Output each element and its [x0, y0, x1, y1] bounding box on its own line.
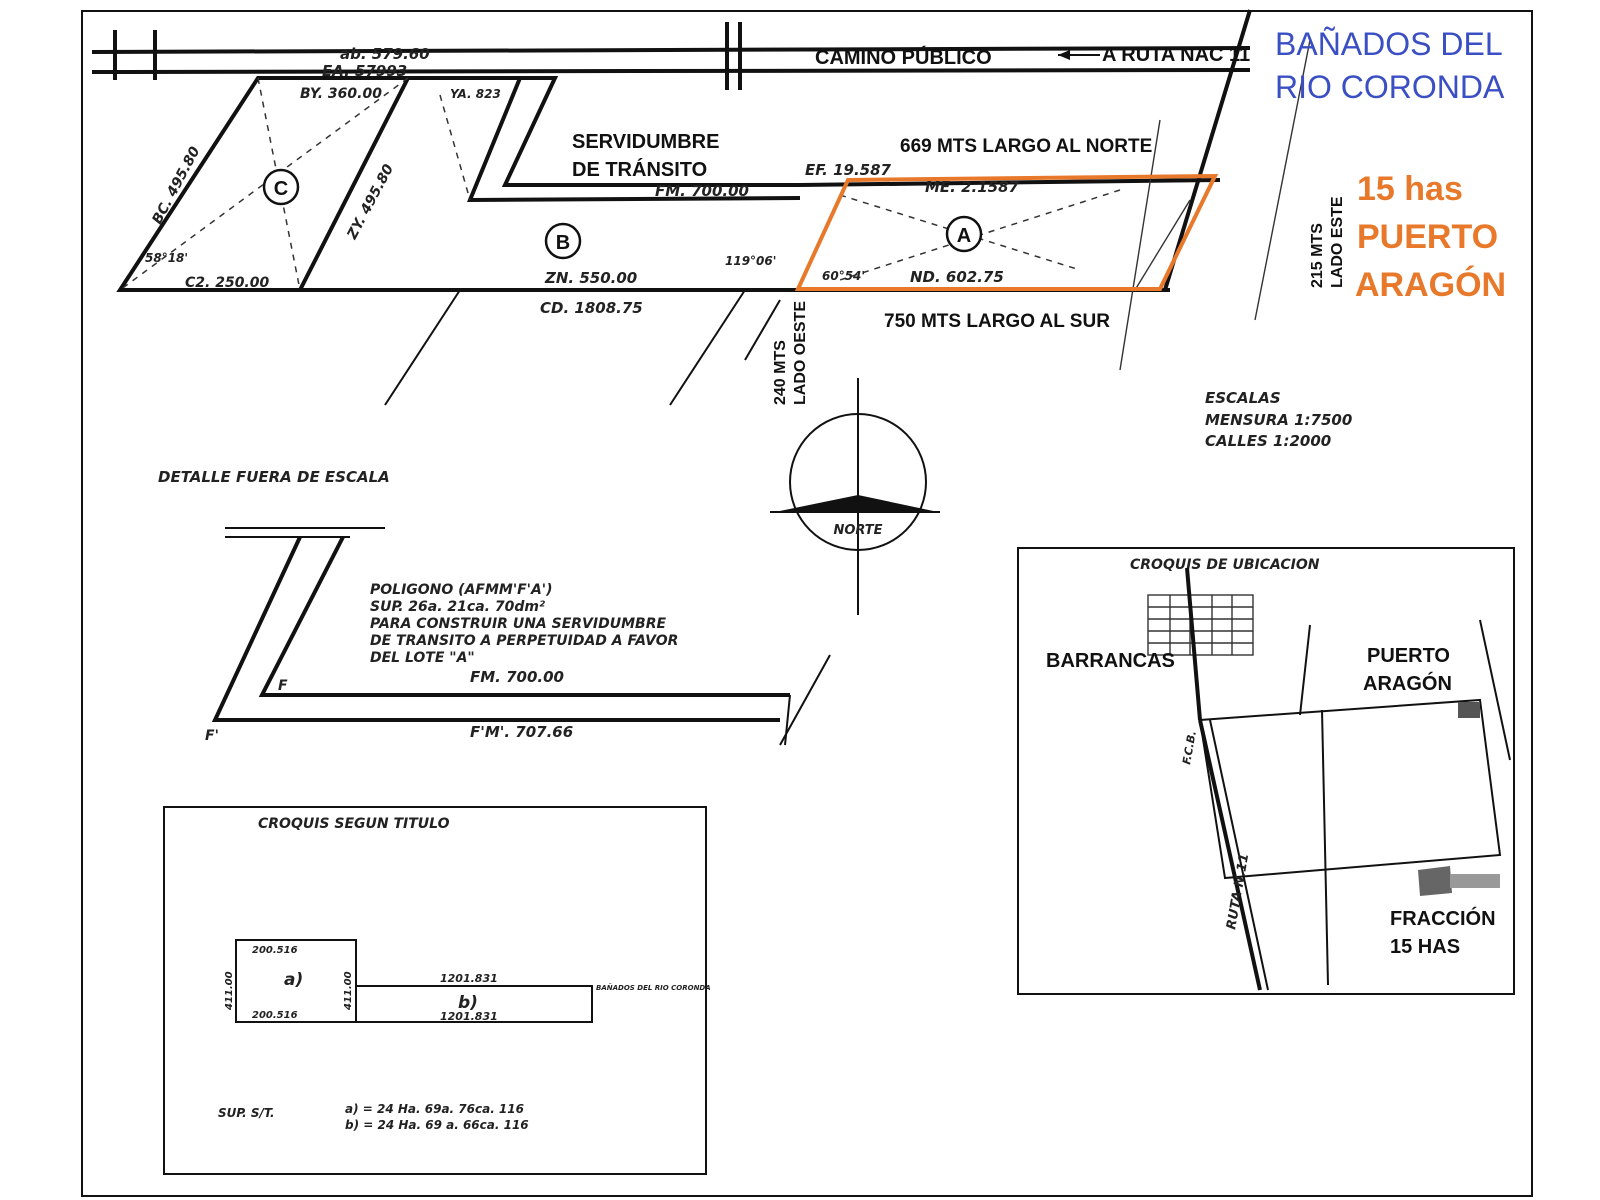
dim-ea: EA. 57993: [322, 62, 407, 80]
scales-mensura: MENSURA 1:7500: [1205, 411, 1352, 429]
title-sup-b: b) = 24 Ha. 69 a. 66ca. 116: [345, 1118, 529, 1132]
dim-ef: EF. 19.587: [805, 161, 892, 179]
detail-f2: F': [205, 728, 219, 744]
title-b-right: BAÑADOS DEL RIO CORONDA: [596, 983, 711, 992]
highlight-area: 15 has: [1357, 170, 1463, 208]
north-arrow: NORTE: [770, 378, 940, 615]
title-a-top: 200.516: [252, 945, 298, 956]
highlight-place-2: ARAGÓN: [1355, 266, 1506, 304]
lot-a-marker: [945, 215, 983, 253]
location-ruta: RUTA N.11: [1224, 852, 1252, 930]
dim-ya: YA. 823: [450, 87, 501, 101]
location-puerto-1: PUERTO: [1367, 645, 1450, 667]
dim-by: BY. 360.00: [300, 86, 382, 102]
detail-f: F: [278, 678, 288, 694]
west-length-2: LADO OESTE: [792, 301, 809, 405]
map-frame: [81, 10, 1533, 1197]
title-a-right: 411.00: [343, 971, 354, 1011]
lot-b-marker: [544, 222, 582, 260]
lot-c-label: C: [274, 178, 288, 200]
river-boundary: [1163, 9, 1252, 291]
dim-c2: C2. 250.00: [185, 275, 269, 291]
region-line-2: RIO CORONDA: [1275, 69, 1505, 105]
title-lot-b: [355, 985, 593, 1023]
lot-b-label: B: [556, 232, 570, 254]
dim-cd: CD. 1808.75: [540, 299, 643, 317]
title-lot-a-label: a): [284, 970, 303, 990]
east-length-1: 215 MTS: [1309, 223, 1326, 288]
detail-fm: FM. 700.00: [470, 668, 564, 686]
north-label: NORTE: [833, 523, 882, 538]
title-lot-b-label: b): [458, 993, 478, 1013]
title-sup-label: SUP. S/T.: [218, 1106, 275, 1120]
title-sketch-box: [163, 806, 707, 1175]
public-road: [91, 22, 1251, 90]
location-fcb: F.C.B.: [1180, 730, 1199, 766]
title-a-left: 411.00: [224, 971, 235, 1011]
detail-poly-2: SUP. 26a. 21ca. 70dm²: [370, 599, 546, 615]
lot-c-marker: [262, 168, 300, 206]
dim-zy: ZY. 495.80: [344, 162, 397, 243]
barrancas-grid: [1147, 594, 1254, 656]
scales-calles: CALLES 1:2000: [1205, 432, 1331, 450]
detail-poly-1: POLIGONO (AFMM'F'A'): [370, 582, 553, 598]
dim-zn: ZN. 550.00: [544, 269, 637, 287]
route-11: [1198, 719, 1262, 991]
title-lot-a: [235, 939, 357, 1023]
title-sketch-title: CROQUIS SEGUN TITULO: [258, 816, 450, 832]
highlight-place-1: PUERTO: [1357, 218, 1498, 256]
detail-poly-3: PARA CONSTRUIR UNA SERVIDUMBRE: [370, 616, 666, 632]
detail-fm2: F'M'. 707.66: [470, 723, 573, 741]
servitude-line-1: SERVIDUMBRE: [572, 131, 719, 153]
scales-title: ESCALAS: [1205, 389, 1281, 407]
south-length: 750 MTS LARGO AL SUR: [884, 311, 1110, 332]
servitude-strip: [501, 76, 800, 187]
angle-1: 58°18': [145, 251, 188, 265]
title-sup-a: a) = 24 Ha. 69a. 76ca. 116: [345, 1102, 524, 1116]
dim-me: ME. 2.1587: [925, 178, 1020, 196]
road-direction: A RUTA NAC 11: [1102, 44, 1250, 66]
detail-poly-5: DEL LOTE "A": [370, 650, 475, 666]
west-length-1: 240 MTS: [772, 340, 789, 405]
title-b-top: 1201.831: [440, 972, 498, 985]
dim-ab: ab. 579.60: [340, 45, 430, 63]
servitude-line-2: DE TRÁNSITO: [572, 158, 707, 181]
lot-a-label: A: [957, 225, 971, 247]
angle-3: 60°54': [822, 269, 865, 283]
location-sketch-box: [1017, 547, 1515, 995]
east-length-2: LADO ESTE: [1329, 196, 1346, 288]
region-line-1: BAÑADOS DEL: [1275, 26, 1503, 62]
location-fraction-2: 15 HAS: [1390, 936, 1460, 958]
dim-nd: ND. 602.75: [910, 268, 1004, 286]
road-name: CAMINO PÚBLICO: [815, 45, 992, 69]
puerto-aragon-block: [1458, 702, 1480, 718]
location-puerto-2: ARAGÓN: [1363, 671, 1452, 695]
detail-title: DETALLE FUERA DE ESCALA: [158, 468, 390, 486]
lot-a-highlight: [794, 173, 1219, 291]
detail-drawing: [211, 527, 831, 746]
title-b-bottom: 1201.831: [440, 1010, 498, 1023]
location-title: CROQUIS DE UBICACION: [1130, 557, 1320, 573]
dim-fm: FM. 700.00: [655, 182, 749, 200]
angle-2: 119°06': [725, 254, 776, 268]
dim-bc: BC. 495.80: [149, 144, 203, 227]
detail-poly-4: DE TRANSITO A PERPETUIDAD A FAVOR: [370, 633, 678, 649]
lot-b-outline: [408, 76, 801, 203]
north-length: 669 MTS LARGO AL NORTE: [900, 136, 1152, 157]
title-a-bottom: 200.516: [252, 1010, 298, 1021]
location-parcel: [1198, 698, 1502, 880]
fraction-hatch: [1418, 866, 1452, 896]
location-fraction-1: FRACCIÓN: [1390, 906, 1496, 930]
location-barrancas: BARRANCAS: [1046, 650, 1175, 672]
